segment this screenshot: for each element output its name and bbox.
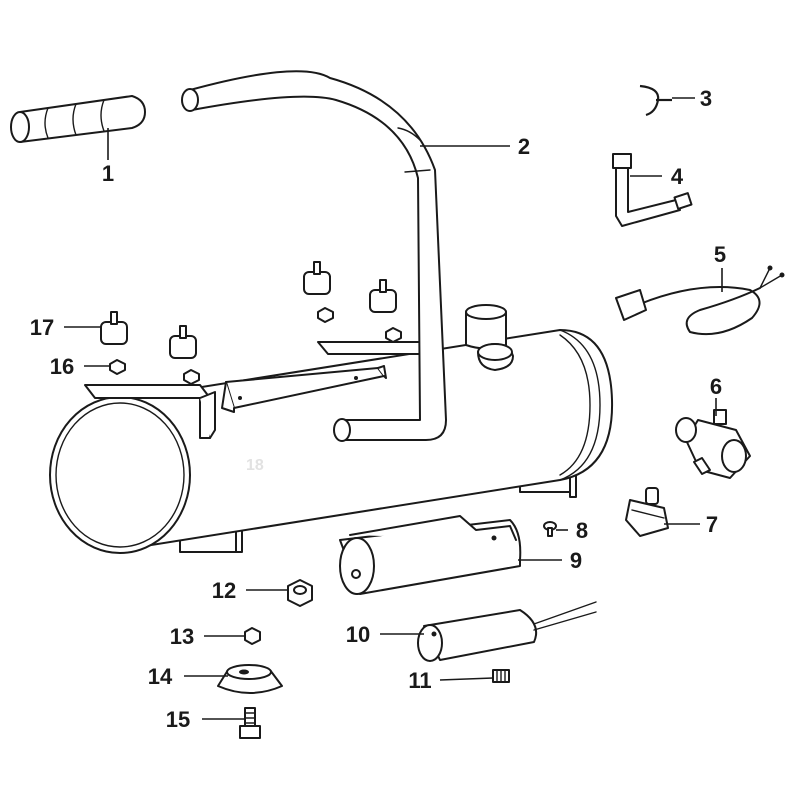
leader-lines bbox=[64, 97, 723, 720]
mount-d bbox=[369, 279, 397, 313]
part-13-nut bbox=[244, 627, 261, 645]
callout-4: 4 bbox=[671, 164, 684, 189]
mount-b bbox=[169, 325, 197, 359]
callout-16: 16 bbox=[50, 354, 74, 379]
mount-a bbox=[100, 311, 128, 345]
callout-12: 12 bbox=[212, 578, 236, 603]
callout-9: 9 bbox=[570, 548, 582, 573]
callout-15: 15 bbox=[166, 707, 190, 732]
mount-c bbox=[303, 261, 331, 295]
callout-6: 6 bbox=[710, 374, 722, 399]
air-tank: 18 bbox=[49, 304, 614, 554]
callout-11: 11 bbox=[408, 668, 431, 693]
callout-2: 2 bbox=[518, 134, 530, 159]
callout-7: 7 bbox=[706, 512, 718, 537]
part-2-handle-tube bbox=[181, 70, 447, 442]
part-4-discharge-tube bbox=[612, 153, 693, 227]
part-3-wire-clip bbox=[639, 84, 672, 117]
part-7-switch bbox=[625, 487, 669, 537]
callout-10: 10 bbox=[346, 622, 370, 647]
callout-labels: 1 2 3 4 5 6 7 8 9 10 11 12 13 14 15 16 1… bbox=[30, 86, 726, 732]
part-15-bolt bbox=[239, 707, 261, 739]
part-16-nuts bbox=[109, 307, 402, 385]
part-6-valve bbox=[675, 409, 751, 479]
part-9-motor-housing bbox=[339, 515, 522, 595]
part-8-screw bbox=[543, 521, 557, 537]
tank-watermark-label: 18 bbox=[246, 457, 264, 474]
part-1-grip bbox=[10, 95, 146, 143]
callout-8: 8 bbox=[576, 518, 588, 543]
callout-13: 13 bbox=[170, 624, 194, 649]
part-11-wire-nut bbox=[492, 669, 510, 683]
part-17-mounts bbox=[100, 261, 397, 359]
part-10-capacitor bbox=[417, 601, 597, 662]
leader-11 bbox=[439, 677, 494, 681]
callout-1: 1 bbox=[102, 161, 114, 186]
part-5-power-cord bbox=[615, 265, 785, 336]
callout-3: 3 bbox=[700, 86, 712, 111]
callout-5: 5 bbox=[714, 242, 726, 267]
part-14-rubber-foot bbox=[217, 664, 283, 694]
callout-17: 17 bbox=[30, 315, 54, 340]
callout-14: 14 bbox=[148, 664, 173, 689]
part-12-flange-nut bbox=[287, 579, 313, 607]
